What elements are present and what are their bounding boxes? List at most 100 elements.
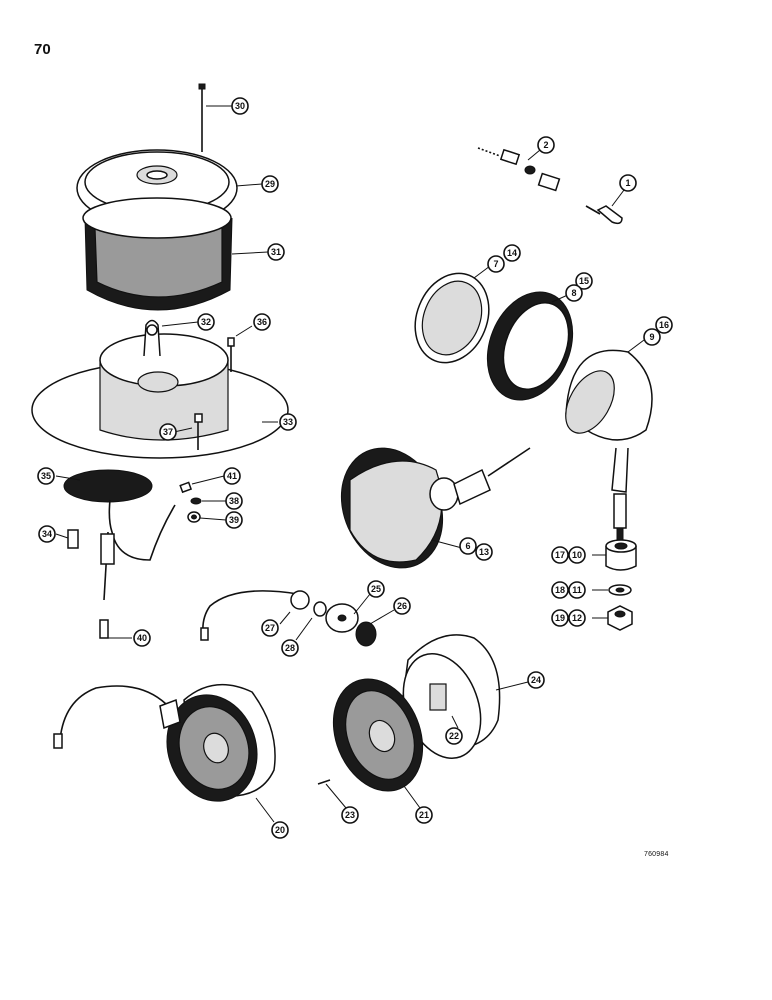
page-number: 70 xyxy=(34,41,51,58)
svg-text:29: 29 xyxy=(265,179,275,189)
callout-20: 20 xyxy=(271,821,289,839)
svg-text:32: 32 xyxy=(201,317,211,327)
callout-7: 7 xyxy=(487,255,505,273)
svg-text:24: 24 xyxy=(531,675,541,685)
terminal-40 xyxy=(99,619,109,639)
spacer-10 xyxy=(605,546,637,571)
callout-23: 23 xyxy=(341,806,359,824)
callout-29: 29 xyxy=(261,175,279,193)
callout-12: 12 xyxy=(568,609,586,627)
callout-21: 21 xyxy=(415,806,433,824)
svg-text:38: 38 xyxy=(229,496,239,506)
svg-text:15: 15 xyxy=(579,276,589,286)
callout-25: 25 xyxy=(367,580,385,598)
bolt-30-head xyxy=(198,83,206,90)
svg-text:12: 12 xyxy=(572,613,582,623)
callout-33: 33 xyxy=(279,413,297,431)
callout-19: 19 xyxy=(551,609,569,627)
svg-text:26: 26 xyxy=(397,601,407,611)
callout-15: 15 xyxy=(575,272,593,290)
svg-text:41: 41 xyxy=(227,471,237,481)
callout-14: 14 xyxy=(503,244,521,262)
svg-text:17: 17 xyxy=(555,550,565,560)
svg-text:19: 19 xyxy=(555,613,565,623)
wire-small-parts xyxy=(200,590,377,647)
callout-40: 40 xyxy=(133,629,151,647)
callout-10: 10 xyxy=(568,546,586,564)
bulb-socket xyxy=(477,147,623,225)
svg-text:40: 40 xyxy=(137,633,147,643)
screw-41 xyxy=(179,481,193,494)
callout-27: 27 xyxy=(261,619,279,637)
callout-28: 28 xyxy=(281,639,299,657)
lamp-housing-9 xyxy=(565,349,653,631)
svg-text:39: 39 xyxy=(229,515,239,525)
callouts: 30 29 31 32 36 33 37 35 41 38 39 34 40 2… xyxy=(37,97,673,839)
svg-text:25: 25 xyxy=(371,584,381,594)
svg-text:21: 21 xyxy=(419,810,429,820)
screw-37 xyxy=(194,413,203,423)
callout-35: 35 xyxy=(37,467,55,485)
callout-31: 31 xyxy=(267,243,285,261)
callout-18: 18 xyxy=(551,581,569,599)
leader-lines xyxy=(55,105,645,823)
svg-text:11: 11 xyxy=(572,585,582,595)
svg-text:18: 18 xyxy=(555,585,565,595)
svg-text:7: 7 xyxy=(493,259,498,269)
grommet-26 xyxy=(355,621,377,647)
callout-16: 16 xyxy=(655,316,673,334)
svg-text:1: 1 xyxy=(625,178,630,188)
callout-24: 24 xyxy=(527,671,545,689)
svg-text:23: 23 xyxy=(345,810,355,820)
svg-text:13: 13 xyxy=(479,547,489,557)
lockwasher-38 xyxy=(190,497,202,505)
callout-26: 26 xyxy=(393,597,411,615)
svg-text:30: 30 xyxy=(235,101,245,111)
nut-27 xyxy=(290,590,310,610)
callout-36: 36 xyxy=(253,313,271,331)
svg-text:34: 34 xyxy=(42,529,52,539)
svg-text:22: 22 xyxy=(449,731,459,741)
svg-text:2: 2 xyxy=(543,140,548,150)
lamp-6 xyxy=(340,447,531,569)
callout-30: 30 xyxy=(231,97,249,115)
svg-text:20: 20 xyxy=(275,825,285,835)
svg-text:6: 6 xyxy=(465,541,470,551)
nut-12 xyxy=(607,605,633,631)
callout-13: 13 xyxy=(475,543,493,561)
figure-code: 760984 xyxy=(644,851,669,858)
svg-text:33: 33 xyxy=(283,417,293,427)
svg-text:10: 10 xyxy=(572,550,582,560)
sealed-beam-group xyxy=(414,272,574,401)
svg-text:16: 16 xyxy=(659,320,669,330)
tail-lamp-group xyxy=(317,634,501,792)
callout-2: 2 xyxy=(537,136,555,154)
callout-38: 38 xyxy=(225,492,243,510)
callout-11: 11 xyxy=(568,581,586,599)
callout-8: 8 xyxy=(565,284,583,302)
beacon-assembly xyxy=(31,83,289,639)
svg-text:31: 31 xyxy=(271,247,281,257)
svg-text:8: 8 xyxy=(571,288,576,298)
svg-text:14: 14 xyxy=(507,248,517,258)
screw-23 xyxy=(317,779,331,785)
callout-32: 32 xyxy=(197,313,215,331)
bulb-1 xyxy=(596,205,623,225)
svg-text:35: 35 xyxy=(41,471,51,481)
callout-17: 17 xyxy=(551,546,569,564)
washer-28 xyxy=(313,601,327,617)
svg-text:36: 36 xyxy=(257,317,267,327)
callout-9: 9 xyxy=(643,328,661,346)
svg-text:28: 28 xyxy=(285,643,295,653)
callout-22: 22 xyxy=(445,727,463,745)
svg-text:9: 9 xyxy=(649,332,654,342)
callout-37: 37 xyxy=(159,423,177,441)
screw-36 xyxy=(227,337,235,347)
svg-text:27: 27 xyxy=(265,623,275,633)
connector-34 xyxy=(67,529,79,549)
svg-text:37: 37 xyxy=(163,427,173,437)
callout-34: 34 xyxy=(38,525,56,543)
tail-lamp-20 xyxy=(53,683,276,802)
callout-6: 6 xyxy=(459,537,477,555)
